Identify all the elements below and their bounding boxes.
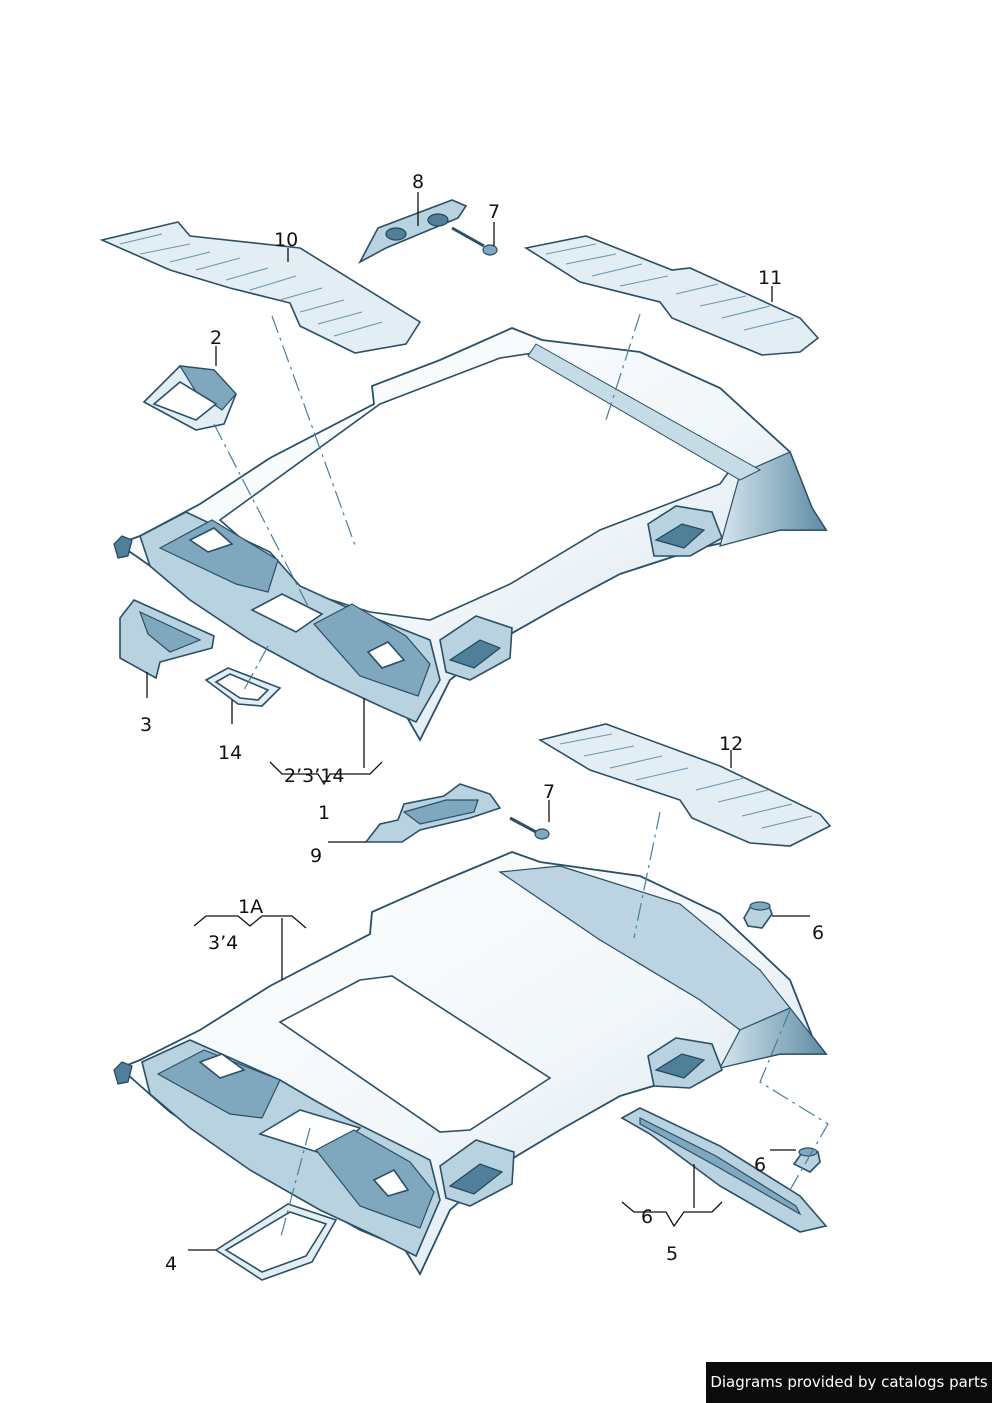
insulation-mat-11 <box>523 235 820 356</box>
grab-handle-cover-2 <box>142 365 237 431</box>
assembly-lines <box>213 313 829 1241</box>
screw-icon <box>451 226 498 256</box>
insulation-mat-12 <box>537 723 832 847</box>
bracket-9 <box>364 783 502 843</box>
callout-2: 2 <box>210 327 222 349</box>
callout-6-bottom: 6 <box>641 1206 653 1228</box>
callout-11: 11 <box>758 267 782 289</box>
callout-6-top: 6 <box>812 922 824 944</box>
bracket-8 <box>358 199 468 264</box>
headliner-without-sunroof <box>113 851 828 1276</box>
console-bracket-3 <box>119 599 215 680</box>
callout-7-bottom: 7 <box>543 781 555 803</box>
callout-3-4: 3’4 <box>208 932 238 954</box>
callout-8: 8 <box>412 171 424 193</box>
callout-5: 5 <box>666 1243 678 1265</box>
callout-1: 1 <box>318 802 330 824</box>
clip-icon <box>743 901 773 929</box>
attribution-footer: Diagrams provided by catalogs parts <box>706 1362 992 1403</box>
callout-labels: 8 7 10 11 2 3 14 2’3’14 1 7 12 9 1A 3’4 … <box>140 171 824 1275</box>
callout-4: 4 <box>165 1253 177 1275</box>
screw-icon <box>509 816 550 840</box>
callout-3: 3 <box>140 714 152 736</box>
callout-9: 9 <box>310 845 322 867</box>
insulation-mat-10 <box>99 221 422 354</box>
headliner-with-sunroof <box>113 327 828 742</box>
callout-12: 12 <box>719 733 743 755</box>
callout-2-3-14: 2’3’14 <box>284 765 344 787</box>
trim-strip-5 <box>620 1107 828 1233</box>
callout-10: 10 <box>274 229 298 251</box>
callout-6-middle: 6 <box>754 1154 766 1176</box>
callout-14: 14 <box>218 742 242 764</box>
gasket-14 <box>204 667 282 707</box>
cover-4 <box>214 1203 338 1281</box>
leader-lines <box>146 192 810 1251</box>
callout-7-top: 7 <box>488 201 500 223</box>
callout-1A: 1A <box>238 896 263 918</box>
